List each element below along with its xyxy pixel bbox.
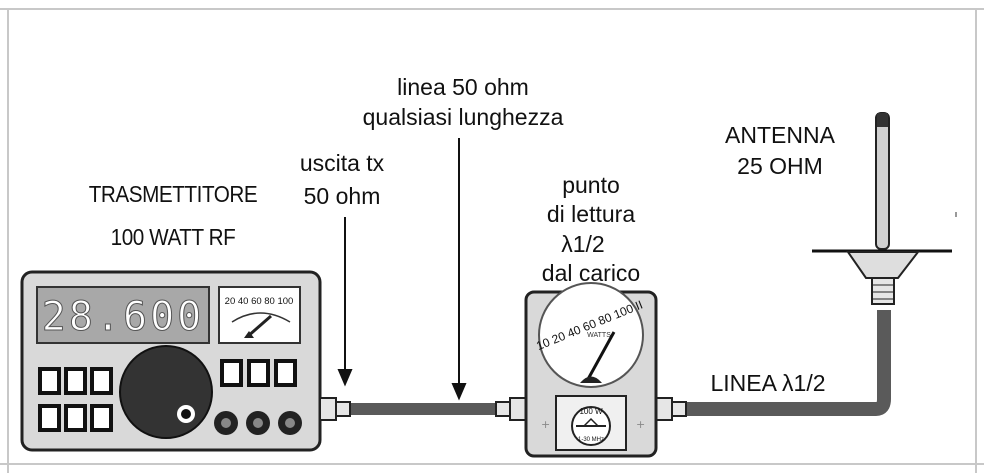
line50-label-line1: linea 50 ohm (397, 74, 529, 100)
reading-point-line4: dal carico (541, 260, 641, 286)
wattmeter-unit: WATTS (587, 332, 611, 339)
frequency-display (36, 286, 210, 344)
tx-output-label-line2: 50 ohm (303, 183, 381, 209)
wattmeter-range-power: 100 W (579, 407, 603, 416)
svg-text:+: + (541, 418, 550, 431)
frame-lines (0, 8, 984, 473)
svg-text:+: + (636, 418, 645, 431)
tuning-knob (119, 345, 213, 439)
reading-point-line1: punto (562, 172, 620, 198)
small-knobs (214, 411, 302, 435)
meter-dial (538, 282, 644, 388)
wattmeter: + + (495, 282, 687, 458)
antenna-label-line2: 25 OHM (737, 153, 823, 179)
transmitter (20, 270, 351, 452)
half-wave-line-label: LINEA λ1/2 (710, 370, 826, 396)
antenna-label-line1: ANTENNA (725, 122, 835, 148)
tx-output-connector (319, 397, 351, 421)
antenna (812, 112, 957, 305)
key-block-left (38, 367, 113, 432)
power-meter-scale: 20 40 60 80 100 (225, 296, 294, 307)
transmitter-title-line2: 100 WATT RF (110, 224, 236, 250)
coax-cable (350, 310, 891, 416)
pointer-arrows (337, 138, 467, 401)
transmitter-title-line1: TRASMETTITORE (88, 181, 258, 207)
tx-output-label-line1: uscita tx (299, 150, 385, 176)
frequency-display-text: 28.600 (42, 294, 205, 340)
key-block-right (220, 359, 297, 387)
power-meter (218, 286, 301, 344)
line50-label-line2: qualsiasi lunghezza (362, 104, 564, 130)
reading-point-line2: di lettura (546, 201, 636, 227)
reading-point-line3: λ1/2 (561, 231, 605, 257)
wattmeter-range-freq: 1-30 MHz (578, 437, 604, 443)
